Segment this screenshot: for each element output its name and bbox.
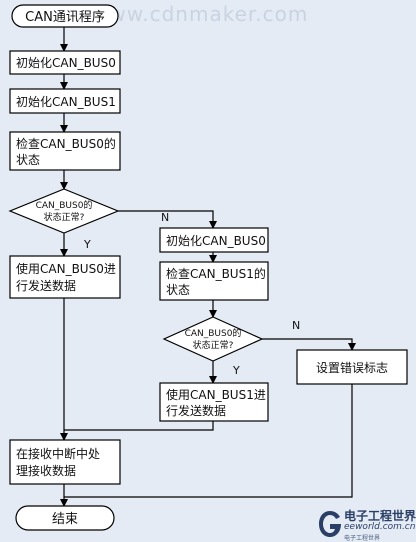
node-use-bus1-line2: 行发送数据 xyxy=(166,403,226,418)
node-decision-bus0-line2: 状态正常? xyxy=(44,211,85,223)
node-use-bus0: 使用CAN_BUS0进 行发送数据 xyxy=(9,255,121,299)
node-decision-bus1-line2: 状态正常? xyxy=(193,339,234,351)
logo-en: eeworld.com.cn xyxy=(344,522,416,532)
node-start-label: CAN通讯程序 xyxy=(25,10,105,25)
watermark: www.cdnmaker.com xyxy=(92,2,309,26)
node-use-bus0-line1: 使用CAN_BUS0进 xyxy=(16,261,116,276)
arrow-dec0-no xyxy=(118,210,217,229)
node-init-bus0-label: 初始化CAN_BUS0 xyxy=(16,56,116,70)
node-check-bus1: 检查CAN_BUS1的 状态 xyxy=(159,261,269,301)
node-receive-line1: 在接收中断中处 xyxy=(16,446,100,461)
node-use-bus1-line1: 使用CAN_BUS1进 xyxy=(166,387,266,402)
label-no-bus0: N xyxy=(161,211,169,224)
line-error-to-merge xyxy=(64,384,353,498)
logo-cn: 电子工程世界 xyxy=(344,509,416,523)
logo-sub: 电子工程世界 xyxy=(344,535,381,542)
node-use-bus1: 使用CAN_BUS1进 行发送数据 xyxy=(159,382,269,422)
node-set-error: 设置错误标志 xyxy=(296,349,408,385)
node-set-error-label: 设置错误标志 xyxy=(316,361,388,375)
node-init-bus0-b: 初始化CAN_BUS0 xyxy=(159,227,269,253)
eeworld-logo: 电子工程世界 eeworld.com.cn 电子工程世界 xyxy=(318,506,416,542)
eeworld-logo-icon xyxy=(319,511,341,537)
line-use1-to-merge xyxy=(64,421,214,431)
node-decision-bus1-line1: CAN_BUS0的 xyxy=(185,327,242,339)
node-check-bus0-line2: 状态 xyxy=(16,153,40,167)
node-init-bus1-label: 初始化CAN_BUS1 xyxy=(16,95,116,109)
node-init-bus0: 初始化CAN_BUS0 xyxy=(9,50,121,75)
node-decision-bus0-line1: CAN_BUS0的 xyxy=(36,199,93,211)
node-use-bus0-line2: 行发送数据 xyxy=(16,278,76,293)
node-decision-bus0: CAN_BUS0的 状态正常? xyxy=(8,188,120,234)
node-end-label: 结束 xyxy=(52,512,78,527)
node-init-bus1: 初始化CAN_BUS1 xyxy=(9,88,121,114)
node-decision-bus1: CAN_BUS0的 状态正常? xyxy=(162,316,264,362)
label-yes-bus0: Y xyxy=(83,238,91,251)
node-start: CAN通讯程序 xyxy=(11,4,119,28)
node-init-bus0-b-label: 初始化CAN_BUS0 xyxy=(166,234,266,248)
label-no-bus1: N xyxy=(292,319,300,332)
label-yes-bus1: Y xyxy=(232,364,240,377)
node-receive-line2: 理接收数据 xyxy=(16,463,76,478)
node-check-bus0-line1: 检查CAN_BUS0的 xyxy=(16,136,116,151)
node-check-bus1-line1: 检查CAN_BUS1的 xyxy=(166,266,266,281)
node-end: 结束 xyxy=(15,505,115,531)
connectors xyxy=(60,27,356,507)
node-check-bus0: 检查CAN_BUS0的 状态 xyxy=(9,131,121,171)
arrow-dec1-no xyxy=(262,338,356,351)
node-receive: 在接收中断中处 理接收数据 xyxy=(9,439,121,485)
node-check-bus1-line2: 状态 xyxy=(166,283,190,297)
